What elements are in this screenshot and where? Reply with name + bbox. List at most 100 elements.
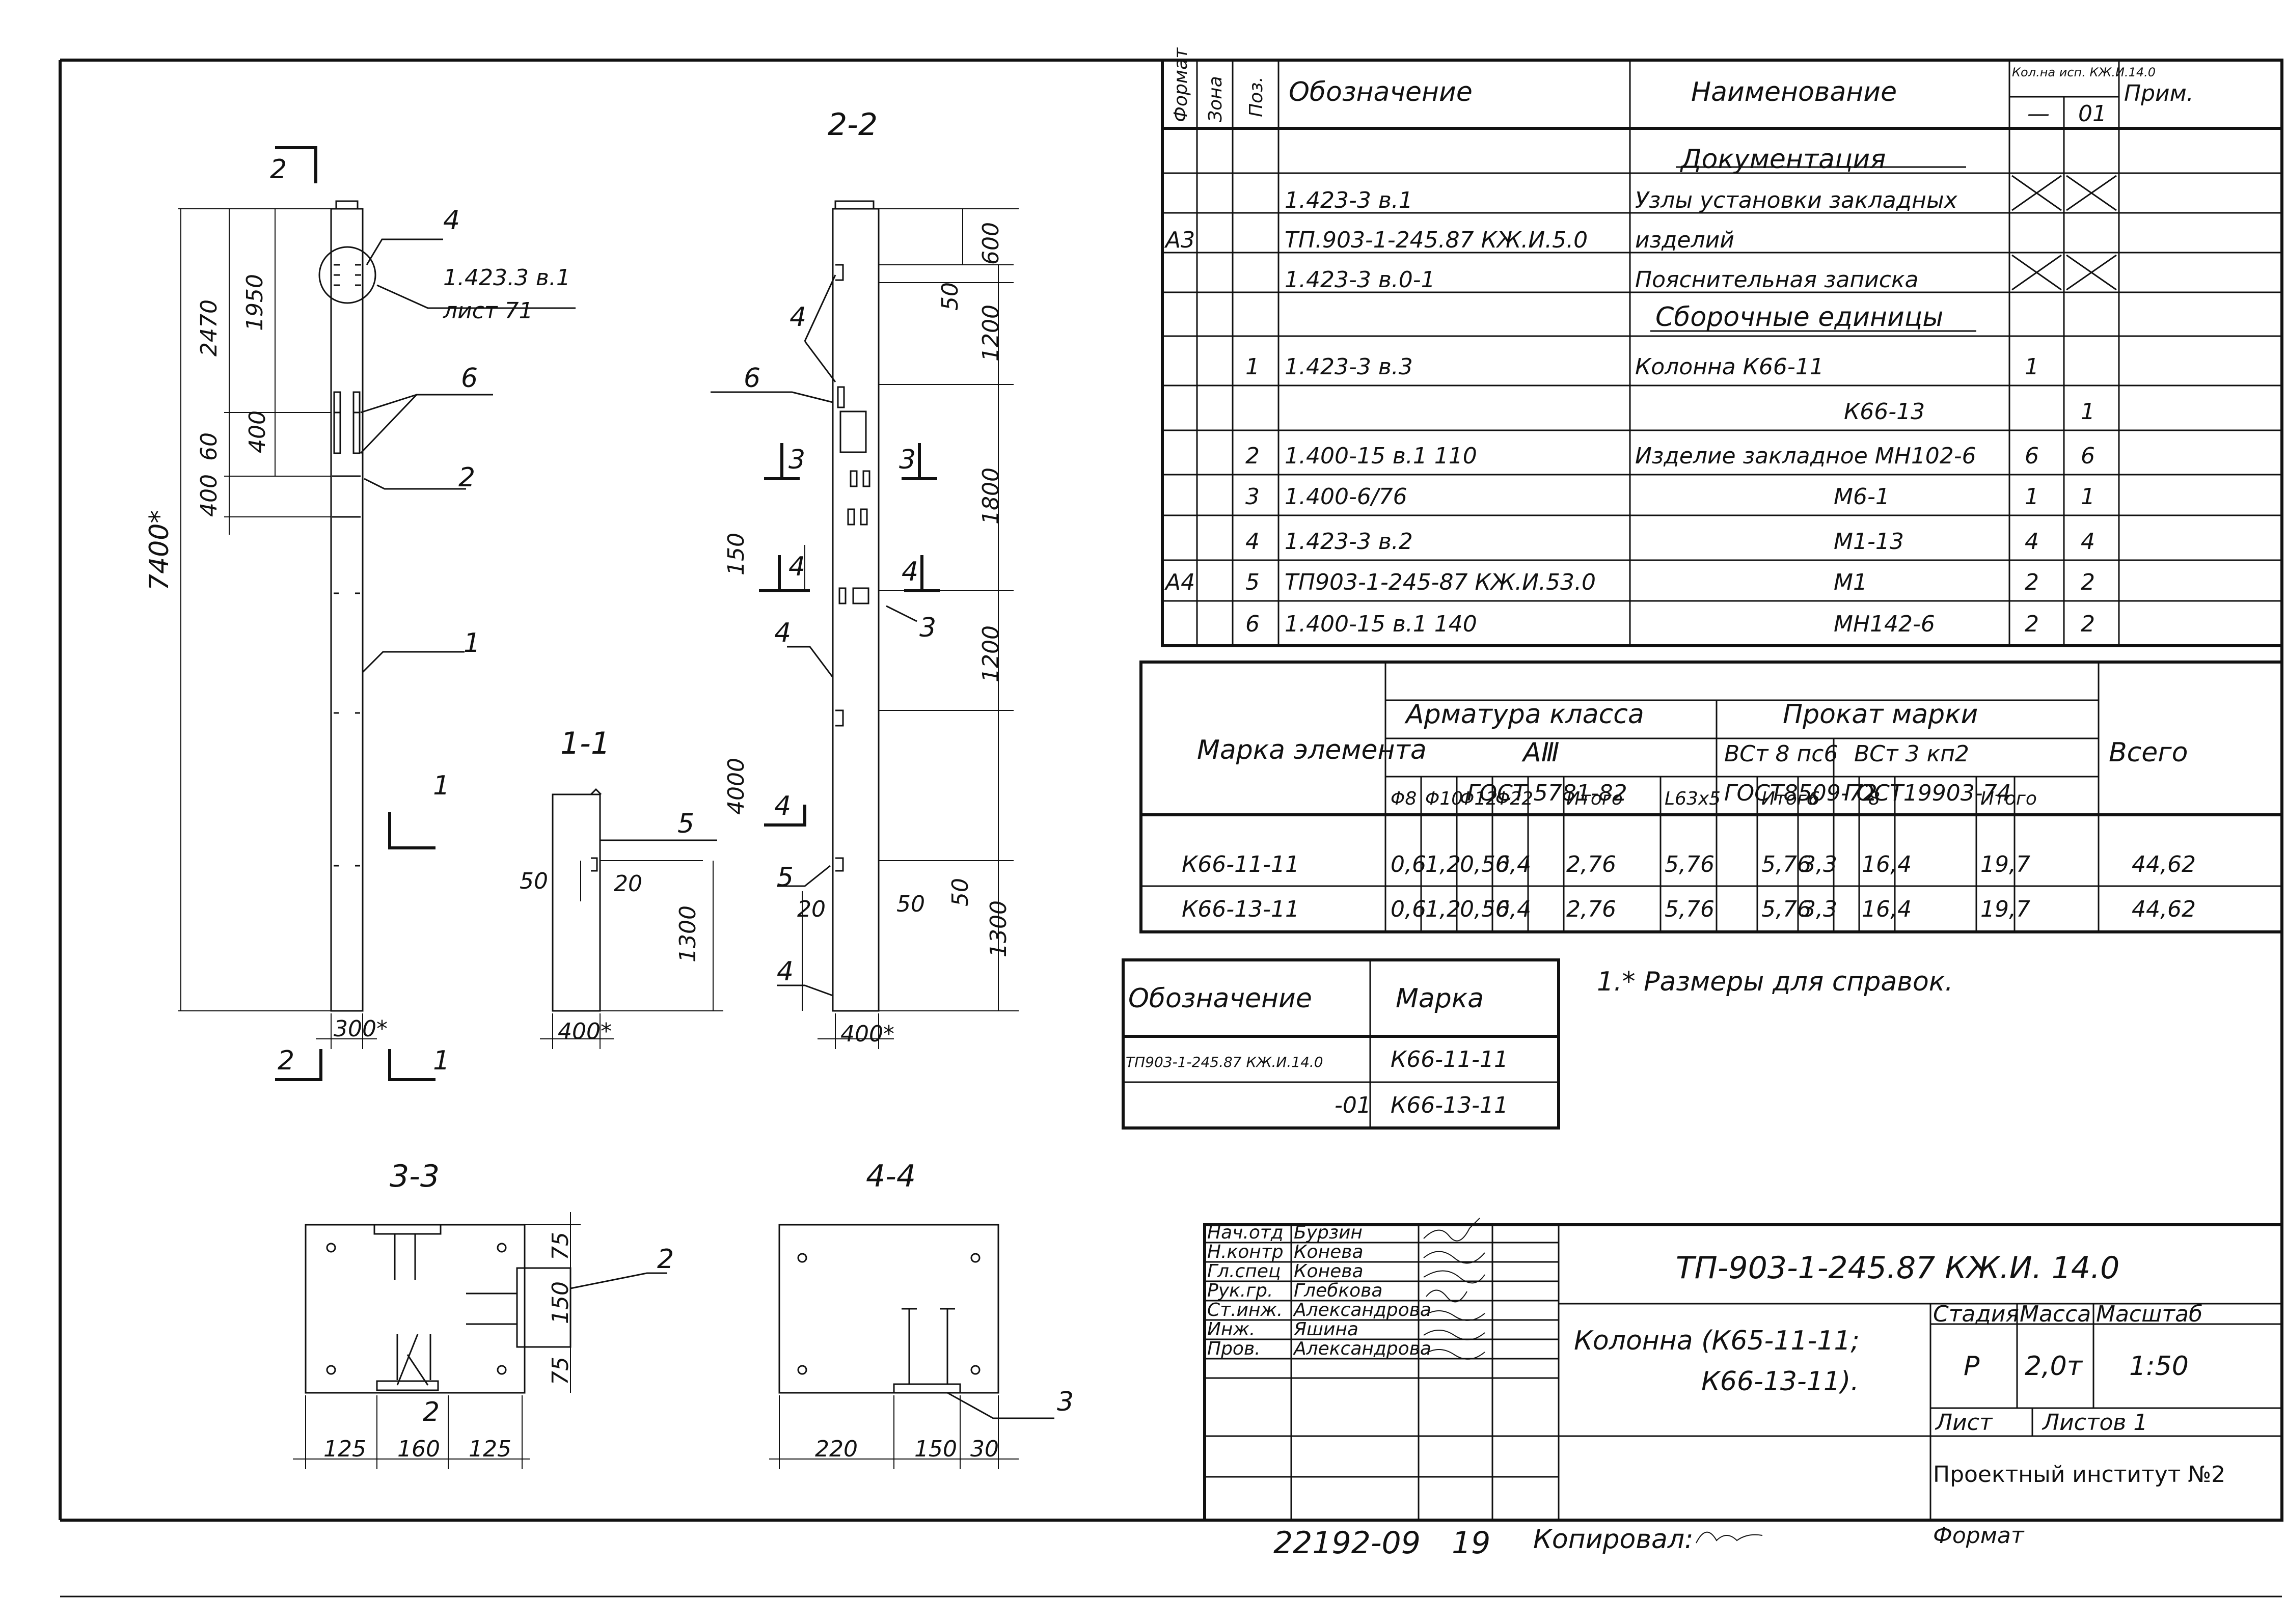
steel-rolled-b-gost: ГОСТ19903-74 xyxy=(1844,780,2011,806)
steel-cell: 16,4 xyxy=(1862,851,1912,877)
steel-cell: 19,7 xyxy=(1980,896,2030,922)
stamp-stage-h: Стадия xyxy=(1933,1301,2019,1327)
pos-4-a: 4 xyxy=(443,205,460,236)
steel-col-header: -8 xyxy=(1862,788,1880,809)
steel-cell: 1,2 xyxy=(1425,851,1461,877)
sec-title-3-3: 3-3 xyxy=(390,1159,440,1194)
pos-4-d: 4 xyxy=(777,956,794,987)
sec-mark-1-bottom: 1 xyxy=(433,1045,450,1076)
spec-designation-cell: 1.400-6/76 xyxy=(1285,484,1407,510)
dim-75b: 75 xyxy=(548,1357,574,1385)
pos-6-b: 6 xyxy=(744,363,760,394)
ref-node: 1.423.3 в.1 xyxy=(443,265,570,291)
stamp-role: Рук.гр. xyxy=(1207,1280,1273,1301)
stamp-stage: Р xyxy=(1964,1351,1980,1382)
sec-mark-4-l: 4 xyxy=(788,552,805,582)
spec-name-cell: Изделие закладное МН102-6 xyxy=(1635,443,1976,469)
dim-160: 160 xyxy=(397,1436,440,1462)
spec-pos-cell: 1 xyxy=(1245,354,1260,380)
spec-qty-b-cell: 6 xyxy=(2081,443,2095,469)
sec-title-2-2: 2-2 xyxy=(828,107,878,143)
steel-row-mark: К66-11-11 xyxy=(1182,851,1299,877)
spec-designation-cell: ТП.903-1-245.87 КЖ.И.5.0 xyxy=(1285,227,1588,253)
spec-name-cell: Колонна К66-11 xyxy=(1635,354,1824,380)
dim-50b: 50 xyxy=(947,878,973,906)
stamp-scale-h: Масштаб xyxy=(2096,1301,2202,1327)
steel-cell: 16,4 xyxy=(1862,896,1912,922)
spec-format-cell: А4 xyxy=(1164,569,1195,595)
steel-cell: 0,56 xyxy=(1460,851,1510,877)
marks-table: Обозначение Марка ТП903-1-245.87 КЖ.И.14… xyxy=(1122,958,1560,1130)
spec-designation-cell: 1.423-3 в.3 xyxy=(1285,354,1413,380)
stamp-role: Н.контр xyxy=(1207,1242,1284,1262)
marks-r2-m: К66-13-11 xyxy=(1391,1092,1508,1118)
dim-50a: 50 xyxy=(937,282,963,311)
spec-name-cell: Пояснительная записка xyxy=(1635,267,1918,293)
dim-1200a: 1200 xyxy=(978,305,1004,362)
spec-name-cell: МН142-6 xyxy=(1834,611,1935,637)
steel-col-header: Φ8 xyxy=(1391,788,1417,809)
spec-name-cell: К66-13 xyxy=(1844,399,1925,425)
steel-col-header: -6 xyxy=(1802,788,1820,809)
dim-1300a: 1300 xyxy=(675,905,701,962)
steel-mark-label: Марка элемента xyxy=(1197,735,1427,765)
dim-220: 220 xyxy=(815,1436,858,1462)
steel-row-mark: К66-13-11 xyxy=(1182,896,1299,922)
title-block xyxy=(1203,1223,2283,1522)
spec-qty-b-cell: 1 xyxy=(2081,399,2095,425)
steel-cell: 0,4 xyxy=(1495,851,1531,877)
steel-cell: 5,76 xyxy=(1665,851,1715,877)
footer-copied: Копировал: xyxy=(1533,1524,1694,1555)
dim-4000: 4000 xyxy=(723,758,749,815)
marks-r1-d: ТП903-1-245.87 КЖ.И.14.0 xyxy=(1126,1054,1323,1070)
dim-75a: 75 xyxy=(548,1232,574,1260)
spec-designation-cell: 1.423-3 в.0-1 xyxy=(1285,267,1435,293)
pos-3-b: 3 xyxy=(1057,1387,1074,1417)
dim-1950: 1950 xyxy=(242,274,268,331)
spec-designation-cell: 1.400-15 в.1 140 xyxy=(1285,611,1477,637)
steel-cell: 0,6 xyxy=(1391,896,1426,922)
dim-2470: 2470 xyxy=(196,299,222,356)
steel-table xyxy=(1139,660,2283,933)
dim-60: 60 xyxy=(196,432,222,461)
steel-col-header: Итого xyxy=(1566,788,1623,809)
pos-6-a: 6 xyxy=(461,363,478,394)
spec-pos-cell: 4 xyxy=(1245,529,1260,555)
spec-format-cell: А3 xyxy=(1164,227,1195,253)
steel-armature: Арматура класса xyxy=(1404,699,1644,730)
pos-2-c: 2 xyxy=(423,1397,440,1427)
spec-h-name: Наименование xyxy=(1691,77,1897,107)
marks-h1: Обозначение xyxy=(1128,983,1312,1014)
section-4-4-dims: 4-4 220 150 30 3 xyxy=(815,1159,1074,1462)
stamp-role: Нач.отд xyxy=(1207,1222,1284,1243)
dim-125b: 125 xyxy=(469,1436,511,1462)
dim-150c: 150 xyxy=(914,1436,957,1462)
steel-cell: 5,76 xyxy=(1761,851,1811,877)
dim-150b: 150 xyxy=(548,1281,574,1324)
sec-mark-3-r: 3 xyxy=(899,445,916,475)
steel-armature-class: АⅢ xyxy=(1521,737,1559,768)
steel-armature-gost: ГОСТ 5781-82 xyxy=(1467,780,1627,806)
dim-600: 600 xyxy=(978,222,1004,265)
steel-cell: 2,76 xyxy=(1566,896,1616,922)
signatures xyxy=(1423,1218,1485,1360)
dim-400d: 400* xyxy=(840,1021,894,1047)
sec-title-1-1: 1-1 xyxy=(560,726,610,761)
spec-name-cell: М6-1 xyxy=(1834,484,1890,510)
pos-1-a: 1 xyxy=(464,628,480,658)
steel-rolled-a-gost: ГОСТ8509-72 xyxy=(1724,780,1877,806)
dim-50d: 50 xyxy=(896,891,925,917)
spec-designation-cell: ТП903-1-245-87 КЖ.И.53.0 xyxy=(1285,569,1596,595)
spec-h-qty: Кол.на исп. КЖ.И.14.0 xyxy=(2012,65,2156,79)
stamp-name: Глебкова xyxy=(1294,1280,1382,1301)
steel-cell: 0,6 xyxy=(1391,851,1426,877)
spec-header: Формат Зона Поз. Обозначение Наименовани… xyxy=(1171,47,2194,127)
steel-rolled-b: ВСт 3 кп2 xyxy=(1854,741,1969,767)
steel-cell: 5,76 xyxy=(1761,896,1811,922)
dim-30: 30 xyxy=(970,1436,999,1462)
stamp-sheets: Листов 1 xyxy=(2042,1410,2147,1436)
steel-row-total: 44,62 xyxy=(2132,896,2196,922)
stamp-title-1: Колонна (К65-11-11; xyxy=(1574,1326,1860,1356)
elevation-dims: 2470 1950 400 400 60 7400* 300* 1.423.3 … xyxy=(144,154,570,1076)
